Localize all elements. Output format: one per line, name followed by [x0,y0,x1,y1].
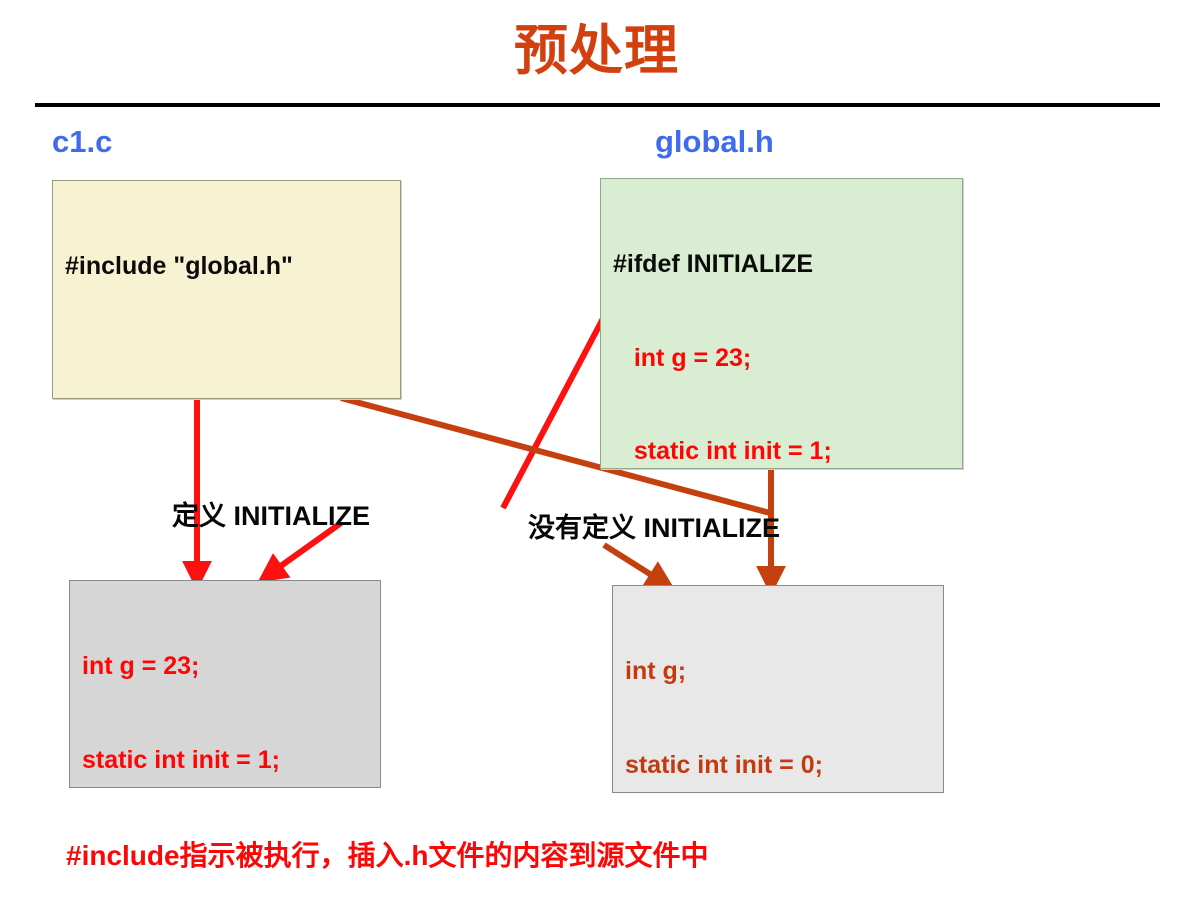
output-box-defined: int g = 23; static int init = 1; int f()… [69,580,381,788]
code-line: int g = 23; [613,343,752,372]
slide-caption: #include指示被执行，插入.h文件的内容到源文件中 [66,840,709,871]
file-label-c1c: c1.c [52,124,113,159]
code-line: static int init = 1; [613,436,832,465]
branch-label-defined: 定义 INITIALIZE [172,501,370,531]
arrow-c1c-to-right-output [602,542,676,590]
title-divider [35,103,1160,107]
code-line: int g = 23; [82,652,200,681]
code-box-globalh: #ifdef INITIALIZE int g = 23; static int… [600,178,963,469]
code-line: static int init = 1; [82,745,280,774]
page-title: 预处理 [514,21,679,81]
file-label-globalh: global.h [655,124,774,159]
code-box-c1c: #include "global.h" int f() { return g+1… [52,180,401,399]
code-line: static int init = 0; [625,750,823,779]
code-line: #include "global.h" [65,252,293,281]
branch-label-not-defined: 没有定义 INITIALIZE [528,513,780,543]
code-line: int g; [625,657,687,686]
code-line: #ifdef INITIALIZE [613,250,813,279]
code-line [65,345,390,376]
output-box-not-defined: int g; static int init = 0; int f() { re… [612,585,944,793]
